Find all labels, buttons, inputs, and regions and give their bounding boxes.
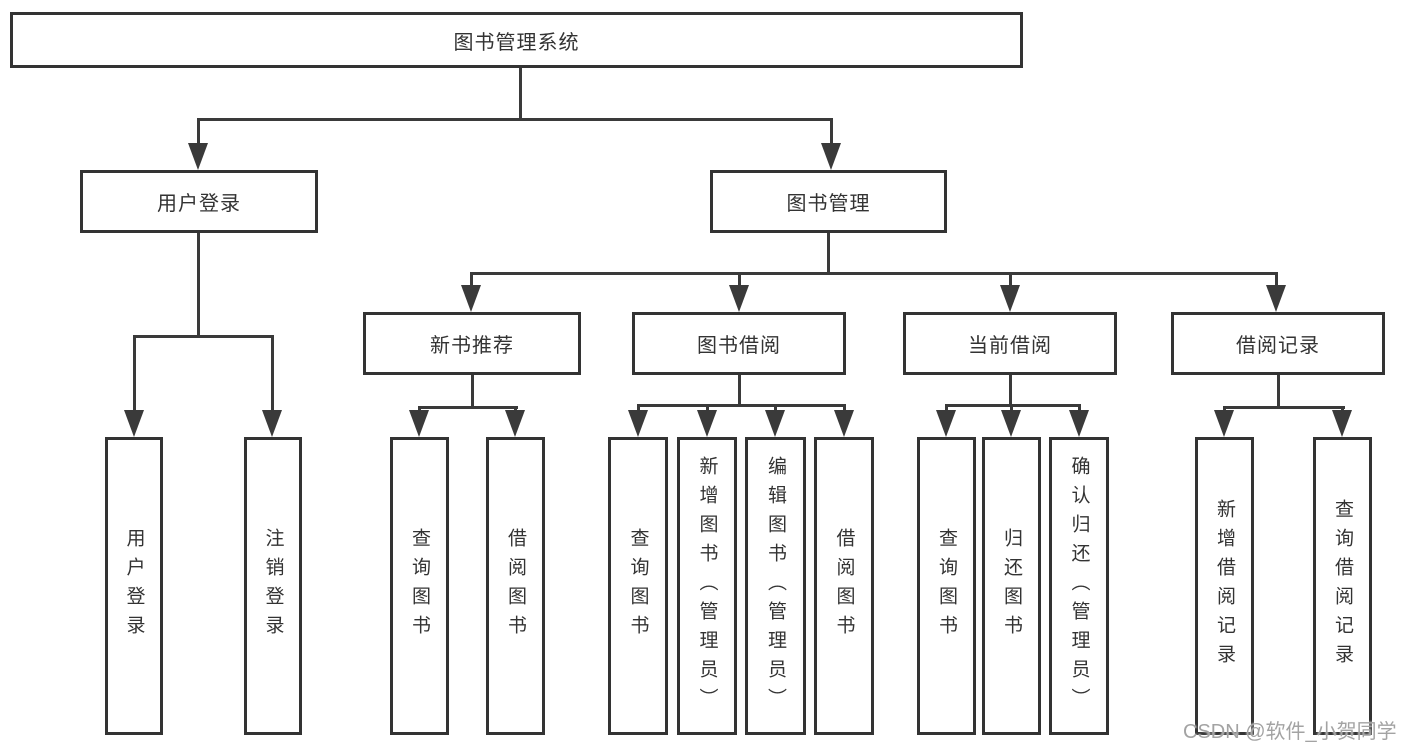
- connector-line: [738, 375, 741, 407]
- node-label: 借阅记录: [1236, 335, 1320, 357]
- node-label: 编辑图书（管理员）: [765, 455, 786, 717]
- connector-line: [1009, 272, 1012, 288]
- connector-line: [1010, 404, 1013, 413]
- connector-line: [1223, 406, 1345, 409]
- connector-line: [945, 404, 948, 413]
- connector-arrowhead: [188, 143, 208, 170]
- connector-line: [470, 272, 1278, 275]
- node-current-query-books: 查询图书: [917, 437, 976, 735]
- connector-line: [774, 404, 777, 413]
- node-label: 新增图书（管理员）: [696, 455, 718, 717]
- connector-line: [1275, 272, 1278, 288]
- connector-line: [197, 118, 833, 121]
- connector-arrowhead: [124, 410, 144, 437]
- connector-arrowhead: [834, 410, 854, 437]
- node-label: 归还图书: [1001, 528, 1022, 644]
- node-label: 查询图书: [627, 528, 649, 644]
- node-label: 图书借阅: [697, 335, 781, 357]
- connector-arrowhead: [461, 285, 481, 312]
- connector-arrowhead: [1214, 410, 1234, 437]
- node-borrowing-borrow-books: 借阅图书: [814, 437, 874, 735]
- node-label: 借阅图书: [833, 528, 855, 644]
- node-book-borrowing: 图书借阅: [632, 312, 846, 375]
- node-label: 图书管理: [786, 193, 871, 215]
- node-label: 新书推荐: [430, 335, 514, 357]
- connector-line: [471, 375, 474, 409]
- node-recommend-query-books: 查询图书: [390, 437, 449, 735]
- connector-arrowhead: [936, 410, 956, 437]
- connector-line: [637, 404, 846, 407]
- connector-line: [830, 118, 833, 146]
- connector-line: [470, 272, 473, 288]
- node-recommend-borrow-books: 借阅图书: [486, 437, 545, 735]
- connector-line: [1277, 375, 1280, 409]
- node-logout: 注销登录: [244, 437, 302, 735]
- node-label: 新增借阅记录: [1214, 499, 1235, 673]
- node-label: 用户登录: [123, 528, 145, 644]
- connector-line: [945, 404, 1081, 407]
- connector-line: [827, 233, 830, 275]
- connector-line: [738, 272, 741, 288]
- node-label: 查询借阅记录: [1332, 499, 1353, 673]
- connector-line: [197, 118, 200, 146]
- connector-line: [843, 404, 846, 413]
- connector-line: [1078, 404, 1081, 413]
- node-label: 查询图书: [409, 528, 430, 644]
- connector-arrowhead: [821, 143, 841, 170]
- watermark: CSDN @软件_小贺同学: [1183, 721, 1397, 743]
- connector-line: [133, 335, 136, 413]
- connector-line: [519, 68, 522, 121]
- node-login: 用户登录: [105, 437, 163, 735]
- node-label: 借阅图书: [505, 528, 526, 644]
- connector-line: [133, 335, 274, 338]
- node-new-book-recommend: 新书推荐: [363, 312, 581, 375]
- connector-arrowhead: [628, 410, 648, 437]
- node-label: 查询图书: [936, 528, 957, 644]
- node-records-query-record: 查询借阅记录: [1313, 437, 1372, 735]
- node-borrowing-edit-books: 编辑图书（管理员）: [745, 437, 806, 735]
- connector-arrowhead: [262, 410, 282, 437]
- node-current-return-books: 归还图书: [982, 437, 1041, 735]
- node-user-login: 用户登录: [80, 170, 318, 233]
- connector-arrowhead: [1000, 285, 1020, 312]
- connector-arrowhead: [1069, 410, 1089, 437]
- node-label: 注销登录: [262, 528, 284, 644]
- connector-line: [1009, 375, 1012, 407]
- node-label: 当前借阅: [968, 335, 1052, 357]
- connector-arrowhead: [697, 410, 717, 437]
- connector-line: [706, 404, 709, 413]
- node-book-management: 图书管理: [710, 170, 947, 233]
- node-current-borrowing: 当前借阅: [903, 312, 1117, 375]
- connector-arrowhead: [1266, 285, 1286, 312]
- node-borrowing-add-books: 新增图书（管理员）: [677, 437, 737, 735]
- connector-arrowhead: [1001, 410, 1021, 437]
- connector-arrowhead: [1332, 410, 1352, 437]
- node-label: 确认归还（管理员）: [1068, 455, 1090, 717]
- connector-line: [418, 406, 518, 409]
- node-label: 用户登录: [157, 193, 241, 215]
- node-library-system: 图书管理系统: [10, 12, 1023, 68]
- connector-arrowhead: [505, 410, 525, 437]
- connector-arrowhead: [409, 410, 429, 437]
- node-label: 图书管理系统: [453, 31, 580, 54]
- connector-line: [637, 404, 640, 413]
- node-current-confirm-return: 确认归还（管理员）: [1049, 437, 1109, 735]
- connector-arrowhead: [765, 410, 785, 437]
- node-borrowing-records: 借阅记录: [1171, 312, 1385, 375]
- connector-line: [271, 335, 274, 413]
- connector-line: [197, 233, 200, 337]
- node-records-add-record: 新增借阅记录: [1195, 437, 1254, 735]
- node-borrowing-query-books: 查询图书: [608, 437, 668, 735]
- connector-arrowhead: [729, 285, 749, 312]
